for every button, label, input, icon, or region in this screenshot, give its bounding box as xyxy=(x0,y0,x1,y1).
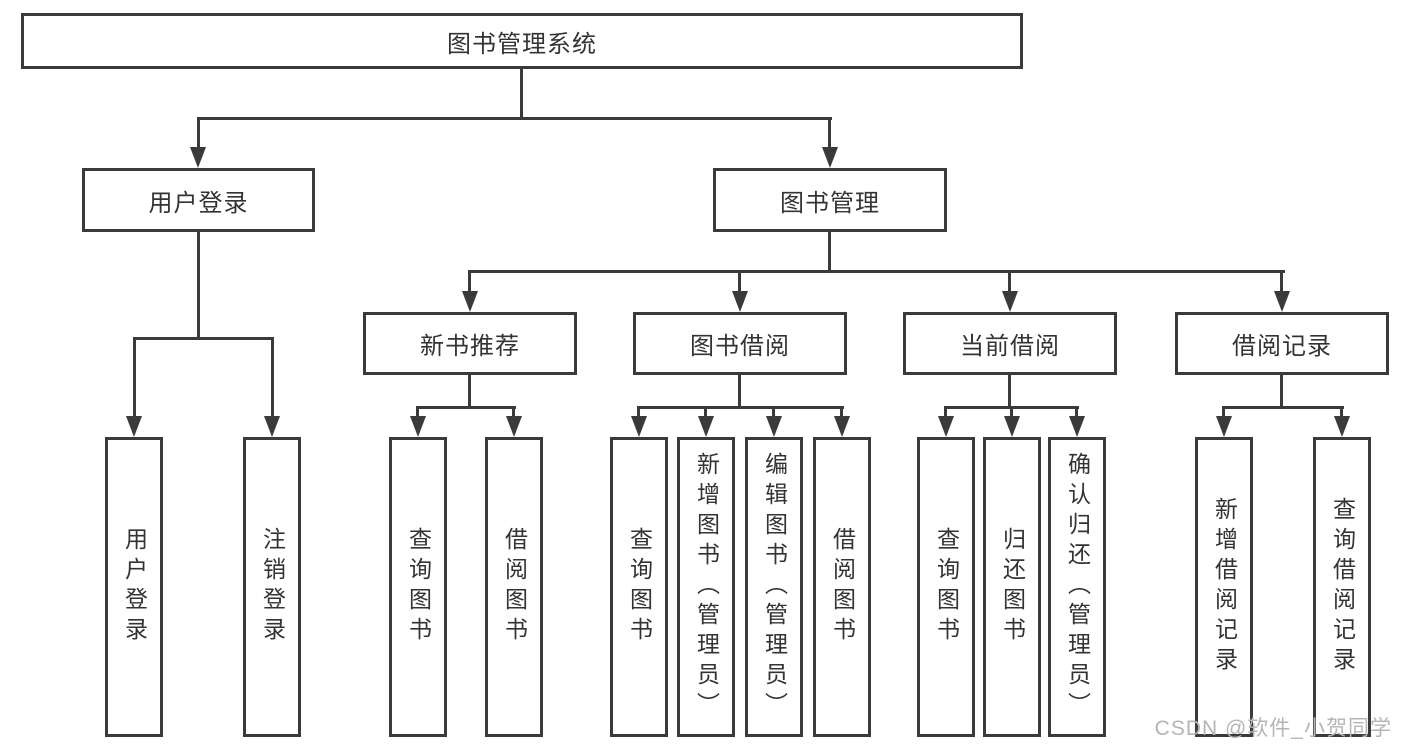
connector-line xyxy=(738,270,741,295)
leaf-records-query-record: 查询借阅记录 xyxy=(1313,437,1371,737)
node-label: 用户登录 xyxy=(121,527,148,647)
leaf-logout: 注销登录 xyxy=(243,437,301,737)
connector-line xyxy=(416,406,516,409)
connector-line xyxy=(840,406,843,418)
arrowhead-down-icon xyxy=(938,416,954,437)
connector-line xyxy=(197,117,832,120)
connector-line xyxy=(1280,375,1283,409)
node-label: 图书管理 xyxy=(780,189,880,217)
node-label: 查询借阅记录 xyxy=(1329,497,1356,677)
leaf-current-query-books: 查询图书 xyxy=(917,437,975,737)
connector-line xyxy=(1010,406,1013,418)
arrowhead-down-icon xyxy=(1004,416,1020,437)
connector-line xyxy=(1222,406,1225,418)
node-book-management: 图书管理 xyxy=(713,168,947,232)
arrowhead-down-icon xyxy=(822,147,838,168)
node-label: 确认归还（管理员） xyxy=(1064,452,1091,722)
node-user-login: 用户登录 xyxy=(82,168,315,232)
arrowhead-down-icon xyxy=(190,147,206,168)
arrowhead-down-icon xyxy=(506,416,522,437)
node-label: 查询图书 xyxy=(626,527,653,647)
node-label: 查询图书 xyxy=(405,527,432,647)
csdn-watermark: CSDN @软件_小贺同学 xyxy=(1154,717,1392,740)
connector-line xyxy=(828,232,831,273)
connector-line xyxy=(738,375,741,409)
connector-line xyxy=(1008,270,1011,295)
connector-line xyxy=(271,337,274,418)
connector-line xyxy=(1280,270,1283,295)
node-new-book-recommend: 新书推荐 xyxy=(363,312,577,375)
connector-line xyxy=(520,69,523,119)
arrowhead-down-icon xyxy=(462,291,478,312)
connector-line xyxy=(468,270,471,295)
node-label: 借阅图书 xyxy=(829,527,856,647)
connector-line xyxy=(197,232,200,340)
connector-line xyxy=(637,406,844,409)
node-label: 图书管理系统 xyxy=(447,30,597,58)
arrowhead-down-icon xyxy=(631,416,647,437)
connector-line xyxy=(512,406,515,418)
node-root: 图书管理系统 xyxy=(21,13,1023,69)
connector-line xyxy=(1222,406,1344,409)
arrowhead-down-icon xyxy=(410,416,426,437)
arrowhead-down-icon xyxy=(834,416,850,437)
arrowhead-down-icon xyxy=(1216,416,1232,437)
arrowhead-down-icon xyxy=(126,416,142,437)
connector-line xyxy=(828,117,831,151)
leaf-current-confirm-return-admin: 确认归还（管理员） xyxy=(1048,437,1106,737)
leaf-borrow-borrow-books: 借阅图书 xyxy=(813,437,871,737)
connector-line xyxy=(416,406,419,418)
leaf-recommend-query-books: 查询图书 xyxy=(389,437,447,737)
arrowhead-down-icon xyxy=(1274,291,1290,312)
connector-line xyxy=(133,337,274,340)
connector-line xyxy=(637,406,640,418)
node-label: 新增图书（管理员） xyxy=(693,452,720,722)
connector-line xyxy=(1075,406,1078,418)
node-book-borrow: 图书借阅 xyxy=(633,312,847,375)
arrowhead-down-icon xyxy=(698,416,714,437)
leaf-records-add-record: 新增借阅记录 xyxy=(1195,437,1253,737)
node-borrow-records: 借阅记录 xyxy=(1175,312,1389,375)
connector-line xyxy=(197,117,200,151)
node-label: 查询图书 xyxy=(933,527,960,647)
connector-line xyxy=(1008,375,1011,409)
connector-line xyxy=(704,406,707,418)
connector-line xyxy=(1340,406,1343,418)
node-label: 用户登录 xyxy=(148,189,249,217)
node-current-borrow: 当前借阅 xyxy=(903,312,1117,375)
node-label: 图书借阅 xyxy=(690,333,790,360)
arrowhead-down-icon xyxy=(1334,416,1350,437)
arrowhead-down-icon xyxy=(1002,291,1018,312)
node-label: 借阅图书 xyxy=(501,527,528,647)
connector-line xyxy=(468,270,1285,273)
arrowhead-down-icon xyxy=(264,416,280,437)
node-label: 注销登录 xyxy=(259,527,286,647)
node-label: 新增借阅记录 xyxy=(1211,497,1238,677)
leaf-recommend-borrow-books: 借阅图书 xyxy=(485,437,543,737)
leaf-borrow-add-books-admin: 新增图书（管理员） xyxy=(677,437,735,737)
node-label: 归还图书 xyxy=(999,527,1026,647)
arrowhead-down-icon xyxy=(766,416,782,437)
connector-line xyxy=(944,406,947,418)
leaf-borrow-query-books: 查询图书 xyxy=(610,437,668,737)
arrowhead-down-icon xyxy=(732,291,748,312)
leaf-borrow-edit-books-admin: 编辑图书（管理员） xyxy=(745,437,803,737)
arrowhead-down-icon xyxy=(1069,416,1085,437)
node-label: 编辑图书（管理员） xyxy=(761,452,788,722)
node-label: 当前借阅 xyxy=(960,333,1060,360)
connector-line xyxy=(468,375,471,409)
connector-line xyxy=(772,406,775,418)
leaf-user-login: 用户登录 xyxy=(105,437,163,737)
connector-line xyxy=(133,337,136,418)
node-label: 借阅记录 xyxy=(1232,333,1332,360)
leaf-current-return-books: 归还图书 xyxy=(983,437,1041,737)
node-label: 新书推荐 xyxy=(420,333,520,360)
